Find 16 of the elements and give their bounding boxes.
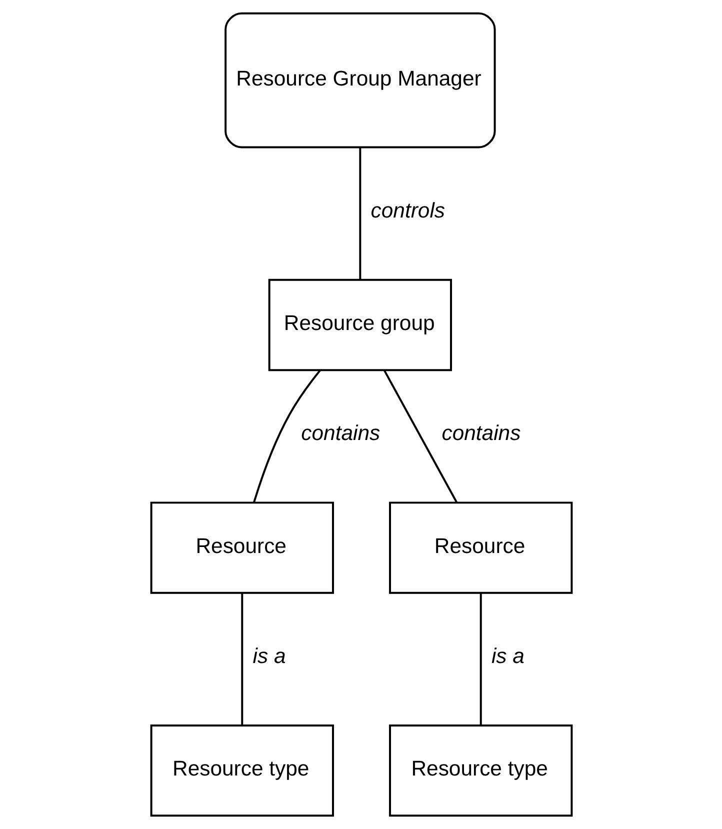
edge-label: contains <box>300 422 380 446</box>
connector <box>252 370 321 503</box>
node-box: Resource Group Manager <box>224 12 496 148</box>
node-box: Resource group <box>268 278 452 372</box>
edge-label: contains <box>441 422 520 446</box>
edge-label: is a <box>490 644 524 668</box>
connector <box>240 593 243 726</box>
connector <box>358 148 361 280</box>
node-box: Resource type <box>150 724 334 817</box>
connector <box>479 593 482 726</box>
edge-label: is a <box>252 644 286 668</box>
node-box: Resource <box>388 502 572 594</box>
edge-label: controls <box>370 199 445 222</box>
connector <box>382 370 458 503</box>
node-box: Resource type <box>388 724 572 817</box>
node-box: Resource <box>150 502 334 594</box>
